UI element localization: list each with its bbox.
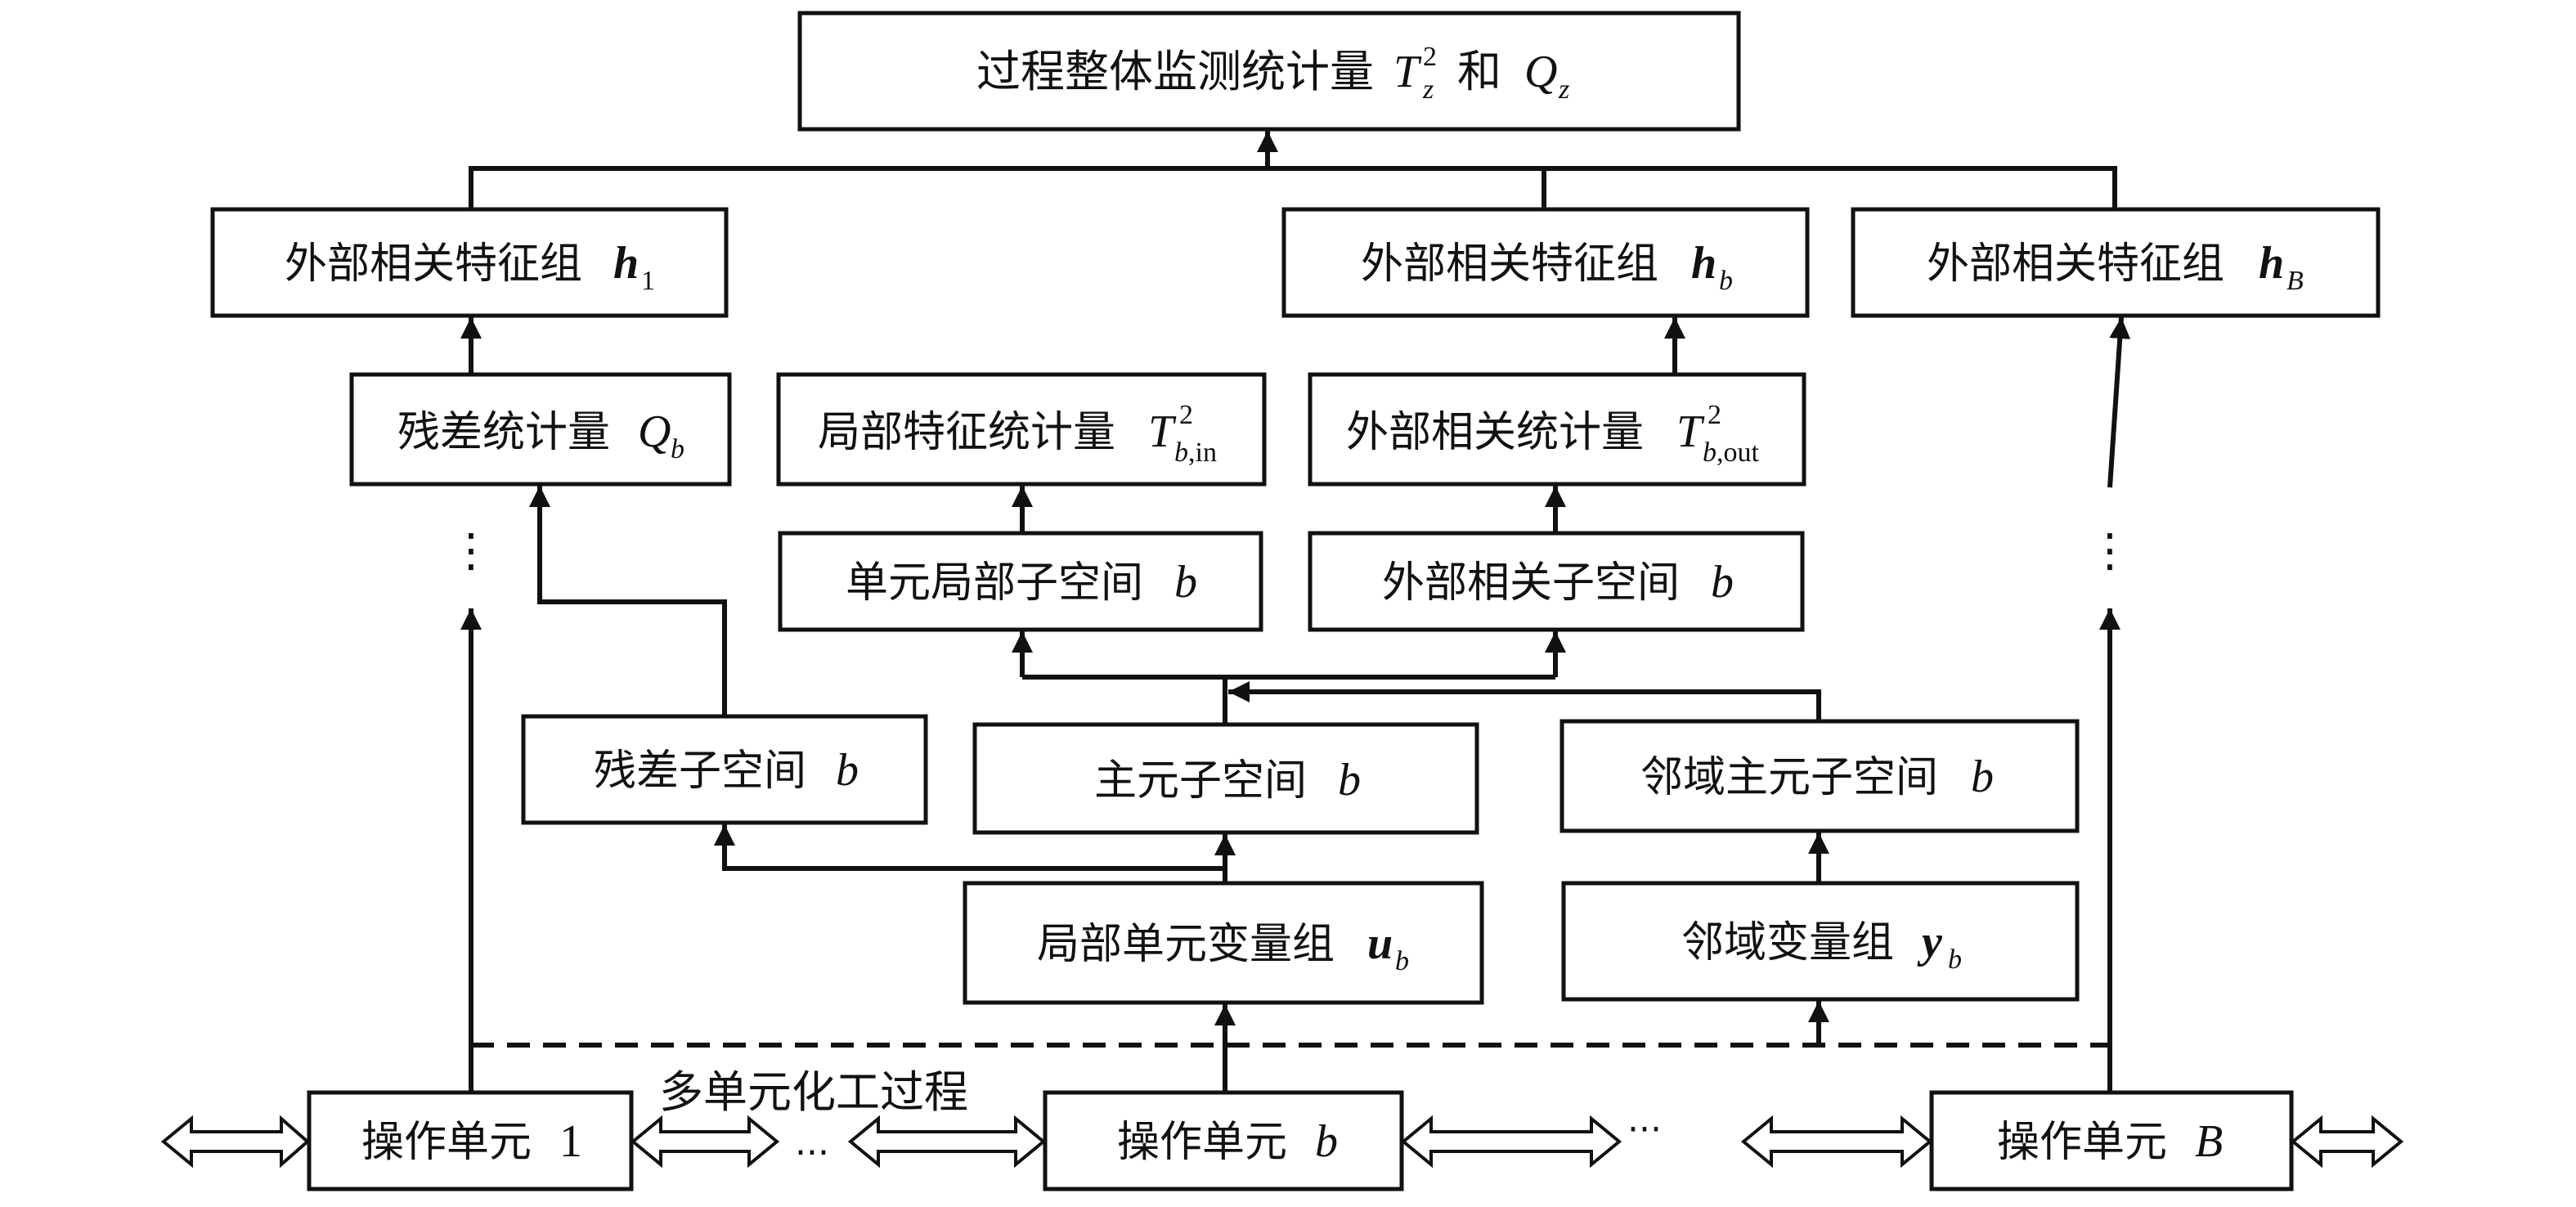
external-stat-sup: 2	[1708, 400, 1721, 430]
neighbor-var-group-label: 邻域变量组	[1681, 918, 1894, 967]
arrow-residual-subspace-to-residual-stat	[529, 486, 727, 716]
unit-local-subspace-box: 单元局部子空间 b	[778, 531, 1263, 632]
overall-stat-sym2: Q	[1524, 47, 1557, 97]
local-feature-stat-label: 局部特征统计量	[818, 408, 1115, 457]
external-stat-sub-text: ,out	[1717, 437, 1760, 468]
double-arrow-unit1-right	[630, 1115, 780, 1169]
external-stat-box: 外部相关统计量 T 2 b,out	[1308, 372, 1806, 487]
operating-unit-B-sym: B	[2195, 1116, 2223, 1167]
local-feature-stat-sup: 2	[1179, 400, 1193, 430]
top-bus-line	[469, 166, 2117, 209]
feature-group-b-box: 外部相关特征组 h b	[1281, 207, 1810, 318]
principal-subspace-box: 主元子空间 b	[972, 722, 1479, 835]
neighbor-principal-subspace-label: 邻域主元子空间	[1640, 753, 1938, 802]
external-subspace-box: 外部相关子空间 b	[1308, 531, 1805, 632]
local-feature-stat-sub-text: ,in	[1188, 437, 1217, 468]
feature-group-B-label: 外部相关特征组	[1927, 240, 2224, 289]
vertical-dots-left: ⋮	[448, 524, 494, 577]
external-subspace-label: 外部相关子空间	[1382, 559, 1680, 608]
overall-stat-sub2: z	[1558, 74, 1569, 105]
overall-stat-conj: 和	[1457, 46, 1501, 97]
arrow-to-feature-group-B	[2107, 316, 2131, 488]
neighbor-var-group-sym: y	[1917, 917, 1943, 967]
local-var-group-sub: b	[1395, 946, 1409, 976]
overall-stat-box: 过程整体监测统计量 T 2 z 和 Q z	[797, 11, 1741, 132]
process-label: 多单元化工过程	[659, 1066, 968, 1118]
residual-stat-label: 残差统计量	[397, 408, 610, 457]
residual-subspace-label: 残差子空间	[594, 747, 806, 796]
feature-group-b-sub: b	[1719, 266, 1733, 296]
arrow-local-var-to-residual-subspace	[714, 824, 1225, 871]
operating-unit-B-label: 操作单元	[1997, 1118, 2167, 1167]
double-arrow-left-edge	[160, 1115, 311, 1169]
local-feature-stat-sub: b,in	[1174, 437, 1217, 468]
operating-unit-1-sym: 1	[559, 1116, 582, 1167]
local-var-group-sym: u	[1367, 918, 1393, 969]
ellipsis-right: ···	[1627, 1109, 1662, 1151]
operating-unit-1-label: 操作单元	[361, 1118, 532, 1167]
feature-group-B-sub: B	[2287, 266, 2304, 296]
residual-subspace-box: 残差子空间 b	[521, 714, 928, 825]
feature-group-b-sym: h	[1691, 238, 1717, 289]
residual-subspace-sym: b	[836, 745, 859, 796]
double-arrow-unitb-right	[1400, 1115, 1622, 1169]
external-stat-sym: T	[1676, 406, 1705, 457]
external-stat-label: 外部相关统计量	[1346, 408, 1644, 457]
overall-stat-sup1: 2	[1423, 42, 1437, 72]
local-var-group-box: 局部单元变量组 u b	[963, 881, 1484, 1005]
external-stat-sub: b,out	[1703, 437, 1760, 468]
external-subspace-sym: b	[1711, 557, 1734, 608]
local-feature-stat-sym: T	[1148, 406, 1177, 457]
operating-unit-b-box: 操作单元 b	[1043, 1090, 1404, 1191]
feature-group-1-sym: h	[613, 238, 639, 289]
arrow-neighbor-principal-to-bus	[1228, 681, 1821, 721]
operating-unit-b-sym: b	[1315, 1116, 1338, 1167]
external-stat-sub-var: b	[1703, 437, 1717, 468]
feature-group-B-sym: h	[2259, 238, 2284, 289]
residual-stat-box: 残差统计量 Q b	[349, 372, 732, 487]
neighbor-var-group-sub: b	[1948, 945, 1962, 975]
local-feature-stat-box: 局部特征统计量 T 2 b,in	[776, 372, 1267, 487]
residual-stat-sub: b	[671, 434, 684, 464]
unit-local-subspace-sym: b	[1174, 557, 1197, 608]
local-var-group-label: 局部单元变量组	[1037, 920, 1335, 969]
principal-subspace-sym: b	[1338, 755, 1361, 805]
double-arrow-unitb-left	[847, 1115, 1047, 1169]
vertical-dots-right: ⋮	[2087, 524, 2133, 577]
unit-local-subspace-label: 单元局部子空间	[846, 559, 1143, 608]
ellipsis-left: ...	[795, 1122, 829, 1164]
operating-unit-1-box: 操作单元 1	[307, 1090, 634, 1191]
overall-stat-sym1: T	[1393, 47, 1422, 97]
operating-unit-b-label: 操作单元	[1117, 1118, 1287, 1167]
neighbor-var-group-box: 邻域变量组 y b	[1561, 881, 2080, 1002]
overall-stat-label: 过程整体监测统计量	[976, 46, 1374, 97]
local-feature-stat-sub-var: b	[1174, 437, 1188, 468]
residual-stat-sym: Q	[638, 406, 671, 457]
operating-unit-B-box: 操作单元 B	[1929, 1090, 2294, 1191]
principal-subspace-label: 主元子空间	[1094, 756, 1307, 805]
neighbor-principal-subspace-box: 邻域主元子空间 b	[1560, 719, 2080, 833]
neighbor-principal-subspace-sym: b	[1971, 752, 1994, 802]
overall-stat-sub1: z	[1422, 74, 1434, 105]
double-arrow-right-edge	[2290, 1115, 2404, 1169]
feature-group-b-label: 外部相关特征组	[1361, 240, 1658, 289]
feature-group-1-box: 外部相关特征组 h 1	[210, 207, 729, 318]
feature-group-B-box: 外部相关特征组 h B	[1851, 207, 2381, 318]
feature-group-1-label: 外部相关特征组	[285, 240, 582, 289]
double-arrow-unitB-left	[1740, 1115, 1933, 1169]
feature-group-1-sub: 1	[641, 266, 655, 296]
